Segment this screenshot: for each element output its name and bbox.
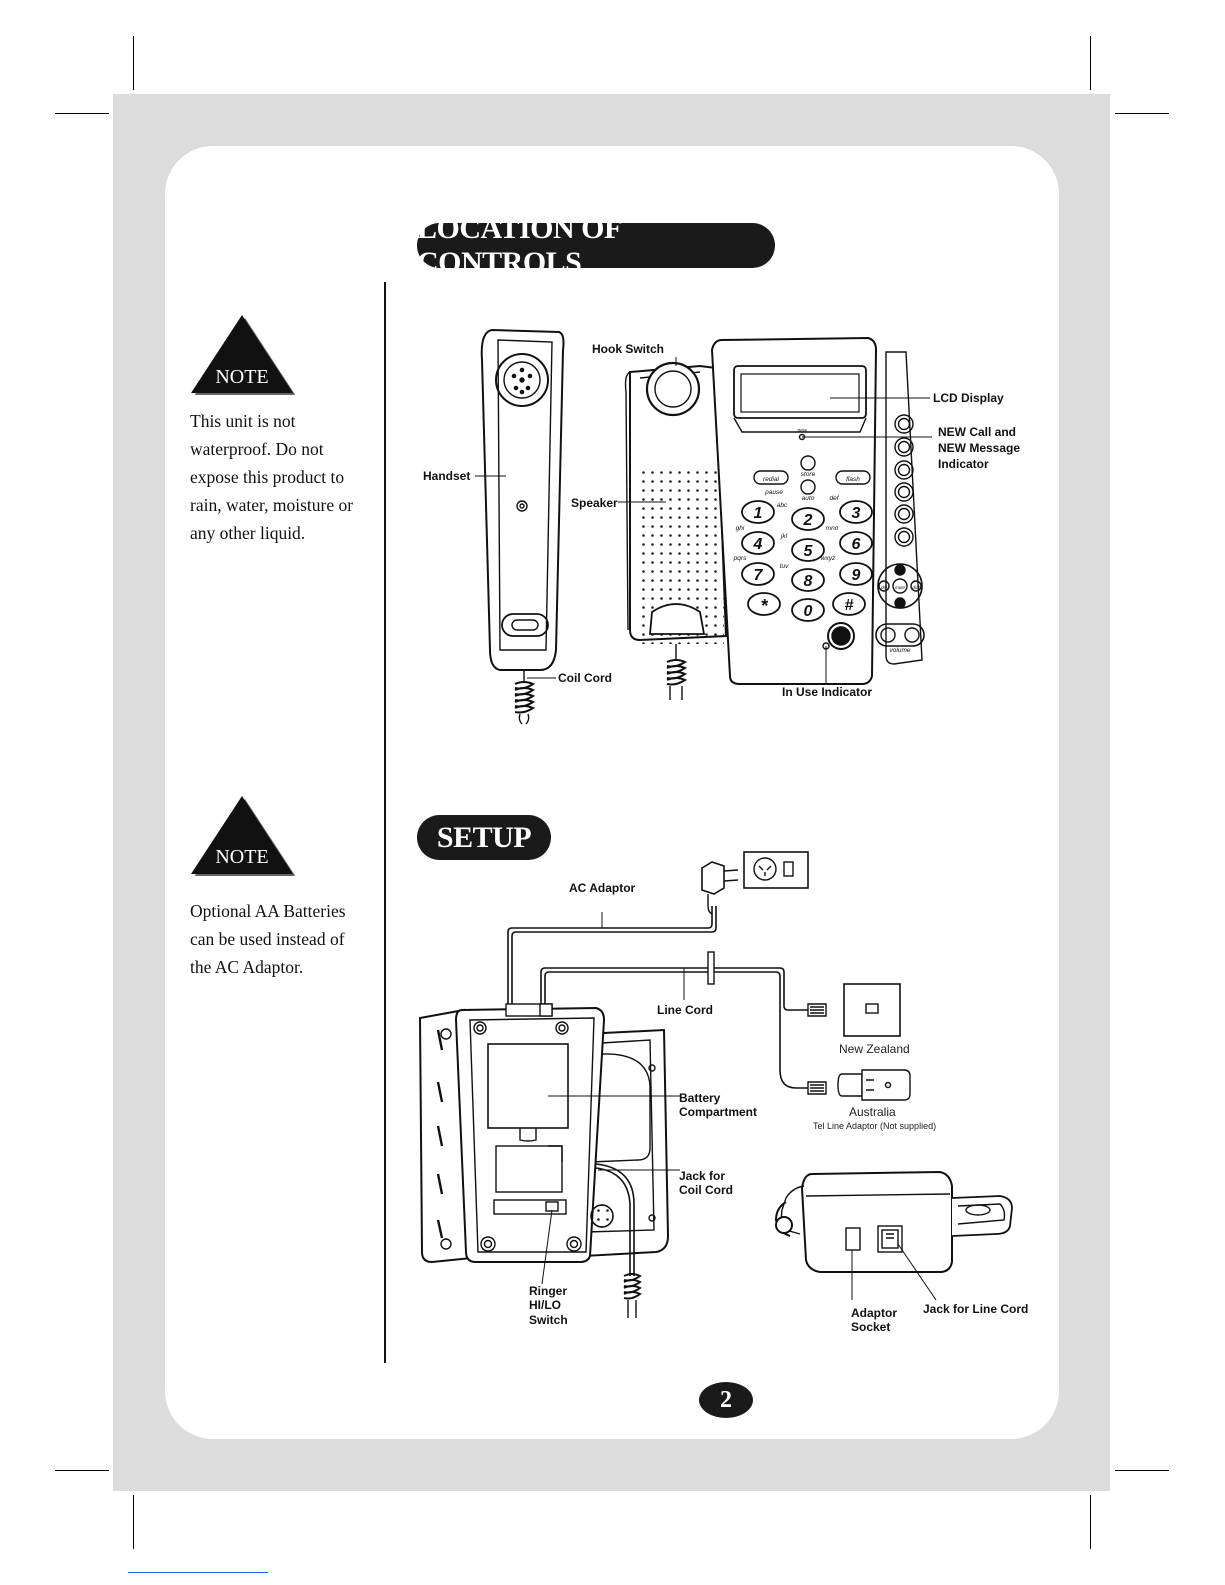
- australia-label: Australia: [849, 1105, 896, 1119]
- in-use-indicator-label: In Use Indicator: [782, 685, 873, 699]
- tel-line-adaptor-label: Tel Line Adaptor (Not supplied): [813, 1121, 937, 1131]
- tuv-label: tuv: [780, 563, 789, 570]
- line-cord: [540, 967, 808, 1011]
- del-label: del: [881, 585, 888, 590]
- handset-earpiece: [495, 353, 549, 407]
- crop-mark: [1115, 1470, 1169, 1471]
- lcd-screen: [733, 365, 867, 419]
- adaptor-socket-label-line2: Socket: [851, 1320, 891, 1334]
- jack-coil-label-line1: Jack for: [679, 1169, 726, 1183]
- redial-key: [753, 470, 789, 485]
- battery-label-line1: Battery: [679, 1091, 721, 1105]
- new-zealand-label: New Zealand: [839, 1042, 910, 1056]
- key-star: *: [760, 596, 768, 616]
- key-5: 5: [804, 543, 814, 560]
- new-call-label-line1: NEW Call and: [938, 425, 1017, 439]
- key-2: 2: [803, 512, 813, 529]
- key-0: 0: [804, 603, 813, 620]
- crop-mark: [133, 1495, 134, 1549]
- key-4: 4: [753, 536, 763, 553]
- crop-mark: [55, 113, 109, 114]
- handset-mouthpiece: [501, 613, 549, 637]
- note-badge: NOTE: [215, 366, 269, 388]
- jack-coil-label-line2: Coil Cord: [679, 1183, 733, 1197]
- keypad: [741, 500, 873, 622]
- base-bottom-body: [454, 1006, 606, 1263]
- key-7: 7: [754, 567, 764, 584]
- key-8: 8: [804, 573, 813, 590]
- note-warning-icon: [191, 796, 295, 876]
- note-warning-icon: [191, 315, 295, 395]
- base-rear-view: [800, 1170, 953, 1273]
- pqrs-label: pqrs: [733, 555, 747, 562]
- handset-body: [480, 328, 565, 671]
- auto-key: [800, 479, 816, 495]
- new-label: new: [797, 428, 807, 434]
- ringer-label-line3: Switch: [529, 1313, 568, 1327]
- ringer-switch: [493, 1199, 567, 1215]
- flash-label: flash: [846, 476, 860, 483]
- line-cord-label: Line Cord: [657, 1003, 713, 1017]
- mno-label: mno: [826, 525, 839, 532]
- crop-mark: [55, 1470, 109, 1471]
- australia-adaptor: [837, 1073, 863, 1097]
- abc-label: abc: [777, 502, 788, 509]
- redial-label: redial: [763, 476, 779, 483]
- ringer-label-line1: Ringer: [529, 1284, 568, 1298]
- volume-label: volume: [890, 647, 911, 654]
- wxyz-label: wxyz: [821, 555, 836, 562]
- lcd-display-label: LCD Display: [933, 391, 1004, 405]
- jkl-label: jkl: [780, 533, 788, 540]
- new-call-label-line2: NEW Message: [938, 441, 1021, 455]
- ac-adaptor-plug: [701, 861, 725, 895]
- ghi-label: ghi: [736, 525, 745, 532]
- note-badge: NOTE: [215, 846, 269, 868]
- page-number: 2: [699, 1382, 753, 1418]
- nz-wall-socket: [843, 983, 901, 1037]
- ringer-label-line2: HI/LO: [529, 1298, 561, 1312]
- column-divider: [384, 282, 386, 1363]
- jack-line-cord-label: Jack for Line Cord: [923, 1302, 1029, 1316]
- coil-cord-label: Coil Cord: [558, 671, 612, 685]
- crop-mark: [1090, 36, 1091, 90]
- key-1: 1: [754, 505, 763, 522]
- speaker-label: Speaker: [571, 496, 618, 510]
- adaptor-socket-label-line1: Adaptor: [851, 1306, 897, 1320]
- crop-mark: [133, 36, 134, 90]
- in-use-button: [827, 622, 855, 650]
- ac-cord: [507, 906, 713, 1007]
- key-9: 9: [852, 567, 861, 584]
- key-6: 6: [852, 536, 861, 553]
- hook-switch-label: Hook Switch: [592, 342, 665, 356]
- note-text: Optional AA Batteries can be used instea…: [190, 901, 346, 977]
- key-hash: #: [845, 597, 854, 614]
- handset-label: Handset: [423, 469, 471, 483]
- new-call-label-line3: Indicator: [938, 457, 989, 471]
- flash-key: [835, 470, 871, 485]
- setup-section-title: SETUP: [417, 815, 551, 860]
- auto-label: auto: [802, 495, 815, 502]
- crop-mark: [1090, 1495, 1091, 1549]
- volume-rocker: [875, 623, 925, 647]
- adaptor-socket: [845, 1227, 861, 1251]
- store-key: [800, 455, 816, 471]
- key-3: 3: [852, 505, 861, 522]
- crop-mark: [1115, 113, 1169, 114]
- dial-label: dial: [912, 585, 920, 590]
- power-outlet: [743, 851, 809, 889]
- def-label: def: [829, 495, 839, 502]
- mute-label: mute: [895, 585, 906, 590]
- note-text: This unit is not waterproof. Do not expo…: [190, 411, 354, 543]
- footer-underline: [128, 1572, 268, 1573]
- store-label: store: [801, 471, 816, 478]
- battery-label-line2: Compartment: [679, 1105, 758, 1119]
- pause-label: pause: [764, 489, 783, 496]
- battery-compartment: [487, 1043, 569, 1129]
- ac-adaptor-label: AC Adaptor: [569, 881, 636, 895]
